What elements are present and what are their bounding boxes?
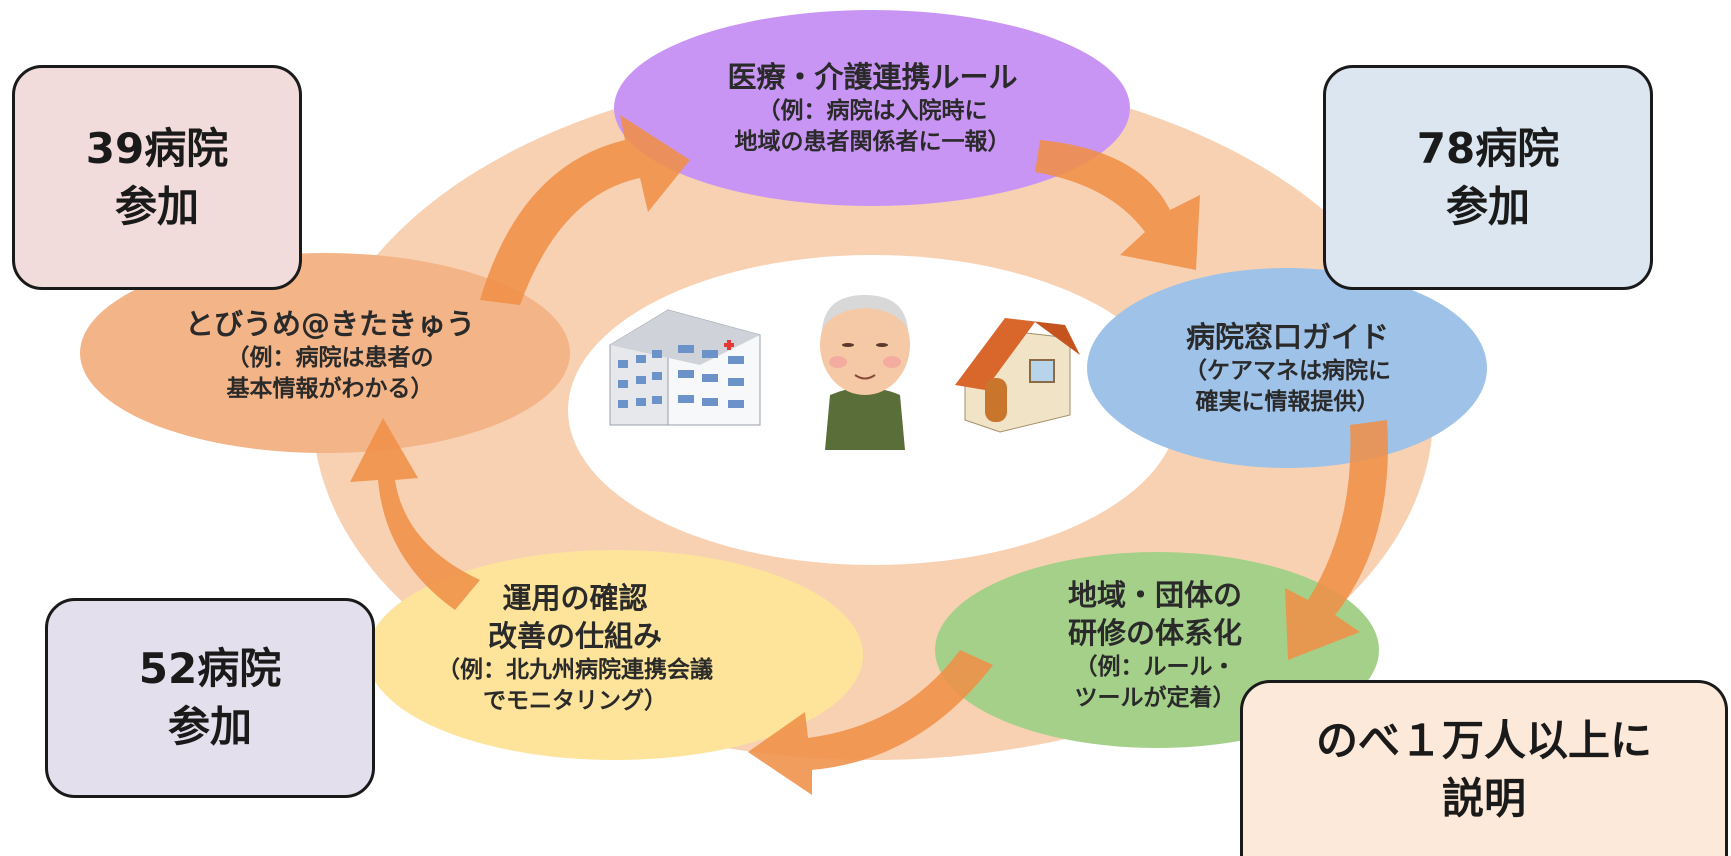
stage-bottom-right-example-1: （例：ルール・ [1074,654,1236,680]
stage-bottom-left-example-2: でモニタリング） [483,687,667,714]
callout-bottom-right-text-2: 説明 [1441,773,1526,823]
stage-right-title: 病院窓口ガイド [1185,319,1389,354]
stage-left-title: とびうめ@きたきゅう [184,306,475,341]
stage-top-label: 医療・介護連携ルール （例：病院は入院時に 地域の患者関係者に一報） [640,52,1105,164]
stage-bottom-right-title-2: 研修の体系化 [1067,616,1242,650]
stage-bottom-left-title-2: 改善の仕組み [487,618,662,653]
stage-top-ellipse [614,10,1130,206]
callout-top-right-text: 参加 [1445,181,1530,231]
stage-top-example-1: （例：病院は入院時に [757,98,988,124]
house-icon [955,318,1080,433]
stage-left-example-2: 基本情報がわかる） [226,375,434,402]
callout-bottom-left: 52病院 参加 [45,598,375,798]
stage-right-ellipse [1087,268,1487,468]
arrow-bottom-left-to-left [350,418,480,610]
callout-bottom-left-count: 52病院 [138,644,282,693]
stage-bottom-left-ellipse [367,550,863,760]
stage-top-title: 医療・介護連携ルール [727,60,1018,94]
callout-bottom-right: のべ１万人以上に 説明 [1240,680,1728,856]
stage-top-example-2: 地域の患者関係者に一報） [734,129,1011,155]
arrow-right-to-bottom-right [1285,420,1388,660]
callout-top-right: 78病院 参加 [1323,65,1653,290]
stage-bottom-left-title-1: 運用の確認 [502,580,648,615]
stage-bottom-right-label: 地域・団体の 研修の体系化 （例：ルール・ ツールが定着） [1005,565,1305,725]
hospital-icon [609,309,761,426]
arrow-bottom-right-to-bottom-left [748,650,993,795]
stage-bottom-left-label: 運用の確認 改善の仕組み （例：北九州病院連携会議 でモニタリング） [410,565,740,730]
stage-bottom-right-example-2: ツールが定着） [1074,685,1236,711]
stage-bottom-left-example-1: （例：北九州病院連携会議 [437,656,713,683]
callout-top-left-count: 39病院 [85,123,229,173]
callout-top-left-text: 参加 [114,181,199,231]
arrow-left-to-top [480,115,690,305]
callout-bottom-left-text: 参加 [167,702,252,751]
stage-left-ellipse [80,253,570,453]
arrow-top-to-right [1035,140,1200,270]
elderly-person-icon [820,295,910,450]
stage-left-label: とびうめ@きたきゅう （例：病院は患者の 基本情報がわかる） [165,292,495,417]
stage-left-example-1: （例：病院は患者の [226,344,434,371]
callout-bottom-right-text-1: のべ１万人以上に [1315,715,1652,765]
stage-bottom-right-title-1: 地域・団体の [1067,578,1242,612]
callout-top-right-count: 78病院 [1416,123,1560,173]
stage-right-example-1: （ケアマネは病院に [1184,357,1391,384]
callout-top-left: 39病院 参加 [12,65,302,290]
stage-right-example-2: 確実に情報提供） [1195,388,1380,415]
stage-right-label: 病院窓口ガイド （ケアマネは病院に 確実に情報提供） [1110,305,1465,430]
